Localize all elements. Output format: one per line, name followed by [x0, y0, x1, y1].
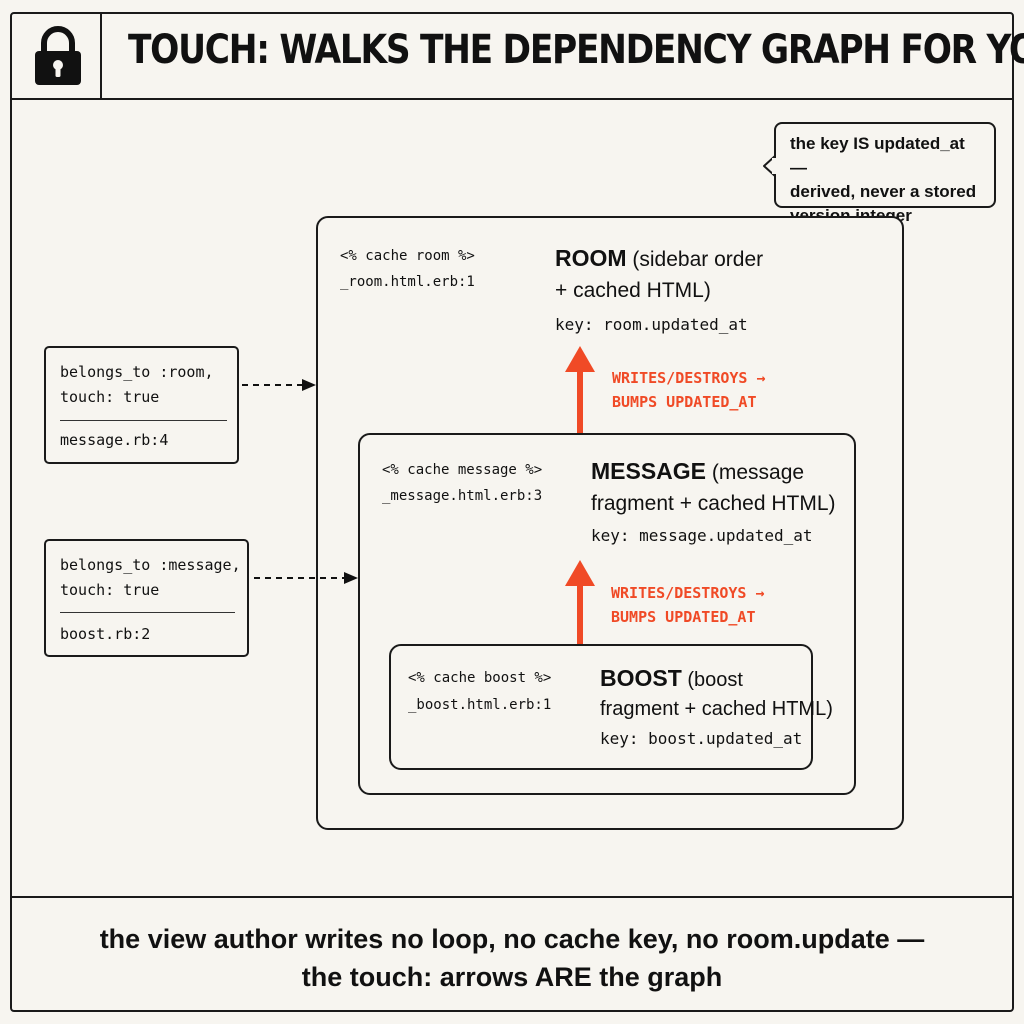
boost-erb-file: _boost.html.erb:1 — [408, 697, 552, 713]
boost-key: key: boost.updated_at — [600, 729, 803, 748]
model-code-line: belongs_to :room, — [60, 363, 214, 381]
footer-line: the touch: arrows ARE the graph — [301, 962, 723, 992]
boost-erb-tag: <% cache boost %> — [408, 670, 552, 686]
model-code-line: touch: true — [60, 388, 160, 406]
message-model-box: belongs_to :room, touch: true message.rb… — [44, 346, 239, 464]
message-touch-note: WRITES/DESTROYS → BUMPS UPDATED_AT — [611, 581, 765, 629]
boost-name: BOOST — [600, 665, 682, 691]
model-code-line: belongs_to :message, — [60, 556, 241, 574]
touch-note-line: WRITES/DESTROYS → — [612, 369, 766, 387]
model-file: boost.rb:2 — [60, 625, 151, 643]
boost-model-box: belongs_to :message, touch: true boost.r… — [44, 539, 249, 657]
message-key: key: message.updated_at — [591, 526, 813, 545]
model-divider — [60, 612, 235, 613]
message-erb-tag: <% cache message %> — [382, 462, 543, 478]
header-icon-divider — [100, 12, 102, 100]
room-desc-2: + cached HTML) — [555, 279, 711, 302]
message-desc: (message — [706, 461, 805, 484]
boost-desc-2: fragment + cached HTML) — [600, 698, 833, 720]
callout-line: the key IS updated_at — — [790, 134, 965, 177]
room-touch-note: WRITES/DESTROYS → BUMPS UPDATED_AT — [612, 366, 766, 414]
page-title: TOUCH: WALKS THE DEPENDENCY GRAPH FOR YO… — [128, 27, 1024, 73]
callout-tail-cover — [772, 158, 777, 174]
footer-caption: the view author writes no loop, no cache… — [10, 920, 1014, 996]
touch-note-line: BUMPS UPDATED_AT — [611, 608, 756, 626]
callout-line: derived, never a stored — [790, 182, 977, 201]
room-key: key: room.updated_at — [555, 315, 748, 334]
lock-icon — [35, 26, 81, 85]
message-name: MESSAGE — [591, 458, 707, 484]
room-erb-file: _room.html.erb:1 — [340, 274, 475, 290]
room-name: ROOM — [555, 245, 627, 271]
boost-cache-box — [389, 644, 813, 770]
touch-note-line: BUMPS UPDATED_AT — [612, 393, 757, 411]
room-desc: (sidebar order — [626, 248, 764, 271]
message-erb-file: _message.html.erb:3 — [382, 488, 543, 504]
footer-divider — [10, 896, 1014, 898]
boost-label: BOOST (boost fragment + cached HTML) — [600, 664, 833, 724]
message-desc-2: fragment + cached HTML) — [591, 492, 836, 515]
model-code-line: touch: true — [60, 581, 160, 599]
footer-line: the view author writes no loop, no cache… — [99, 924, 925, 954]
room-erb-tag: <% cache room %> — [340, 248, 475, 264]
boost-desc: (boost — [681, 669, 743, 691]
model-file: message.rb:4 — [60, 431, 169, 449]
touch-note-line: WRITES/DESTROYS → — [611, 584, 765, 602]
message-label: MESSAGE (message fragment + cached HTML) — [591, 456, 836, 519]
header-divider — [10, 98, 1014, 100]
room-label: ROOM (sidebar order + cached HTML) — [555, 243, 763, 306]
model-divider — [60, 420, 227, 421]
diagram-frame — [10, 12, 1014, 1012]
callout-note: the key IS updated_at — derived, never a… — [774, 122, 996, 225]
